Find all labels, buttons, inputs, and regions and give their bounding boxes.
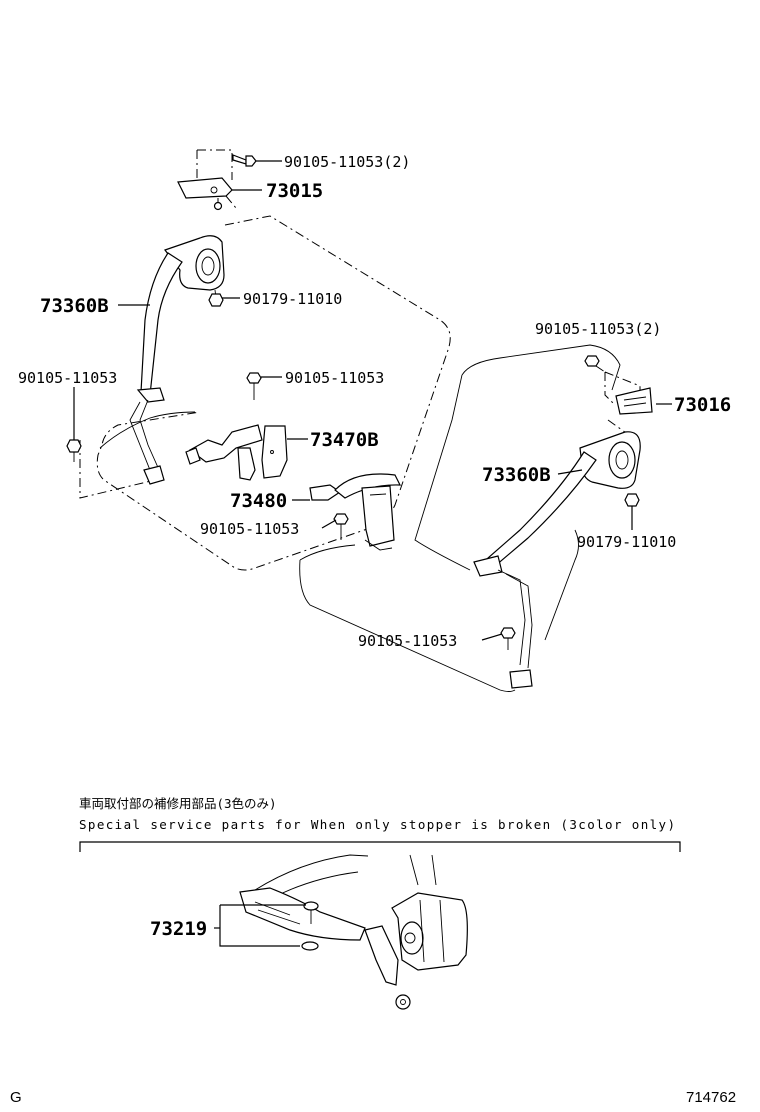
label-73480: 73480	[230, 490, 287, 512]
footer-right-code: 714762	[686, 1089, 736, 1106]
label-90105-11053-2-top: 90105-11053(2)	[284, 153, 410, 171]
retractor-right	[579, 431, 641, 507]
label-90179-11010-right: 90179-11010	[577, 533, 676, 551]
buckle-73470b	[185, 424, 288, 481]
belt-left	[129, 252, 183, 485]
label-90105-11053-left: 90105-11053	[18, 369, 117, 387]
bolt-left-floor	[66, 439, 82, 462]
retractor-left	[164, 235, 225, 307]
detail-73219	[214, 854, 468, 1010]
bolt-right-top	[584, 355, 606, 373]
right-seat-outline	[299, 344, 637, 692]
label-90105-11053-bottom: 90105-11053	[358, 632, 457, 650]
label-73470b: 73470B	[310, 429, 379, 451]
bolt-right-floor	[500, 627, 516, 650]
bolt-lower-center	[333, 513, 349, 540]
note-english: Special service parts for When only stop…	[79, 817, 675, 832]
note-bracket	[79, 841, 681, 852]
note-japanese: 車両取付部の補修用部品(3色のみ)	[79, 796, 277, 811]
bolt-top	[232, 154, 257, 167]
label-73015: 73015	[266, 180, 323, 202]
label-73016: 73016	[674, 394, 731, 416]
bracket-73015	[177, 149, 237, 211]
label-73219: 73219	[150, 918, 207, 940]
label-90105-11053-lower: 90105-11053	[200, 520, 299, 538]
label-73360b-left: 73360B	[40, 295, 109, 317]
belt-right	[473, 451, 597, 689]
bracket-73016	[604, 371, 653, 415]
left-seat-outline	[79, 215, 451, 571]
bolt-center	[246, 372, 262, 400]
label-73360b-right: 73360B	[482, 464, 551, 486]
label-90105-11053-2-right: 90105-11053(2)	[535, 320, 661, 338]
buckle-73480	[309, 473, 401, 551]
label-90105-11053-mid: 90105-11053	[285, 369, 384, 387]
label-90179-11010-left: 90179-11010	[243, 290, 342, 308]
footer-left-code: G	[10, 1089, 22, 1106]
leader-lines	[73, 160, 672, 641]
